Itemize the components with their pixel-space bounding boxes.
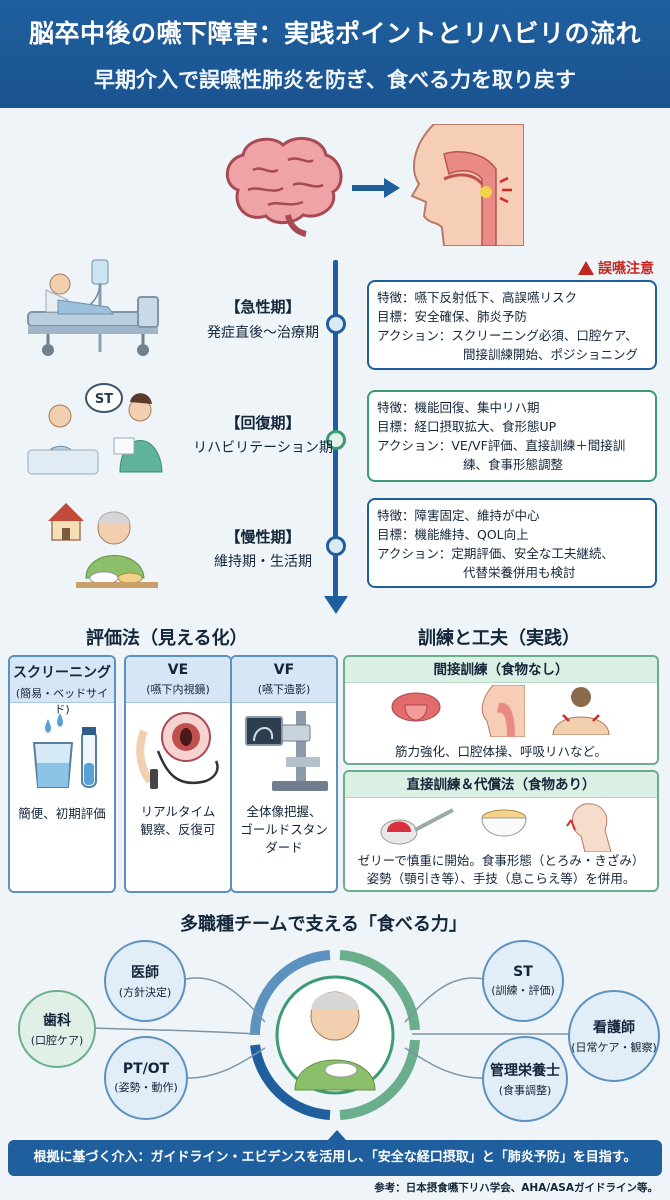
evaluation-title: 評価法（見える化） — [86, 628, 248, 649]
hospital-bed-icon — [27, 259, 159, 356]
page-title: 脳卒中後の嚥下障害：実践ポイントとリハビリの流れ — [28, 19, 641, 48]
eval-card-vf: VF(嚥下造影) 全体像把握、 ゴールドスタン ダード — [230, 655, 338, 893]
timeline-dot-recovery — [326, 430, 346, 450]
brain-icon — [225, 136, 343, 237]
eval-desc-ve: リアルタイム 観察、反復可 — [140, 804, 216, 837]
indirect-training-desc: 筋力強化、口腔体操、呼吸リハなど。 — [395, 744, 607, 759]
timeline-arrow — [324, 596, 348, 614]
direct-training-card: 直接訓練＆代償法（食物あり） ゼリーで慎重に開始。食事形態（とろみ・きざみ） 姿… — [343, 770, 659, 892]
team-member-nurse: 看護師(日常ケア・観察) — [568, 990, 660, 1082]
shoulders-icon — [552, 687, 610, 735]
thickened-bowl-icon — [481, 809, 527, 837]
eval-card-ve: VE(嚥下内視鏡) リアルタイム 観察、反復可 — [124, 655, 232, 893]
throat-anatomy-icon — [410, 124, 524, 246]
warning-icon — [578, 261, 594, 275]
team-center-ring — [249, 950, 420, 1120]
header-banner: 脳卒中後の嚥下障害：実践ポイントとリハビリの流れ 早期介入で誤嚥性肺炎を防ぎ、食… — [0, 0, 670, 108]
timeline-dot-acute — [326, 314, 346, 334]
stage-box-recovery: 特徴：機能回復、集中リハ期 目標：経口摂取拡大、食形態UP アクション：VE/V… — [367, 390, 657, 482]
hero-illustration — [0, 118, 670, 248]
timeline-dot-chronic — [326, 536, 346, 556]
eval-desc-vf: 全体像把握、 ゴールドスタン ダード — [240, 804, 328, 855]
stage-subtitle-acute: 発症直後〜治療期 — [207, 325, 319, 341]
stage-subtitle-recovery: リハビリテーション期 — [193, 440, 333, 456]
team-title: 多職種チームで支える「食べる力」 — [180, 914, 467, 935]
team-member-dietitian: 管理栄養士(食事調整) — [482, 1036, 568, 1122]
arrow-right-icon — [352, 178, 400, 198]
eval-card-screening: スクリーニング(簡易・ベッドサイド) 簡便、初期評価 — [8, 655, 116, 893]
aspiration-warning: 誤嚥注意 — [578, 258, 654, 278]
eval-desc-screening: 簡便、初期評価 — [18, 806, 106, 821]
stage-title-acute: 【急性期】 — [225, 298, 301, 316]
tongue-icon — [391, 692, 441, 722]
endoscope-icon — [136, 712, 219, 789]
svg-text:ST: ST — [95, 392, 113, 407]
direct-training-desc: ゼリーで慎重に開始。食事形態（とろみ・きざみ） 姿勢（顎引き等）、手技（息こらえ… — [357, 853, 645, 886]
jelly-spoon-icon — [380, 808, 454, 845]
team-member-ptot: PT/OT(姿勢・動作) — [104, 1036, 188, 1120]
reference-note: 参考：日本摂食嚥下リハ学会、AHA/ASAガイドライン等。 — [374, 1182, 658, 1194]
evidence-banner: 根拠に基づく介入：ガイドライン・エビデンスを活用し、「安全な経口摂取」と「肺炎予… — [8, 1140, 662, 1176]
elderly-eating-icon — [48, 503, 158, 588]
stage-subtitle-chronic: 維持期・生活期 — [214, 554, 312, 570]
team-member-doctor: 医師(方針決定) — [104, 940, 186, 1022]
chin-tuck-icon — [566, 803, 612, 852]
throat-profile-icon — [481, 685, 525, 737]
team-member-st: ST(訓練・評価) — [482, 940, 564, 1022]
stage-title-recovery: 【回復期】 — [225, 414, 301, 432]
cup-tube-icon — [32, 713, 97, 788]
xray-machine-icon — [245, 711, 328, 791]
team-connectors — [89, 977, 573, 1079]
stage-box-acute: 特徴：嚥下反射低下、高誤嚥リスク 目標：安全確保、肺炎予防 アクション：スクリー… — [367, 280, 657, 370]
stage-box-chronic: 特徴：障害固定、維持が中心 目標：機能維持、QOL向上 アクション：定期評価、安… — [367, 498, 657, 588]
team-member-dentist: 歯科(口腔ケア) — [18, 990, 96, 1068]
therapist-patient-icon: ST — [27, 383, 163, 475]
page-subtitle: 早期介入で誤嚥性肺炎を防ぎ、食べる力を取り戻す — [94, 68, 576, 92]
footer-notch — [327, 1130, 347, 1141]
stage-title-chronic: 【慢性期】 — [225, 528, 301, 546]
training-title: 訓練と工夫（実践） — [418, 628, 580, 649]
indirect-training-card: 間接訓練（食物なし） 筋力強化、口腔体操、呼吸リハなど。 — [343, 655, 659, 765]
